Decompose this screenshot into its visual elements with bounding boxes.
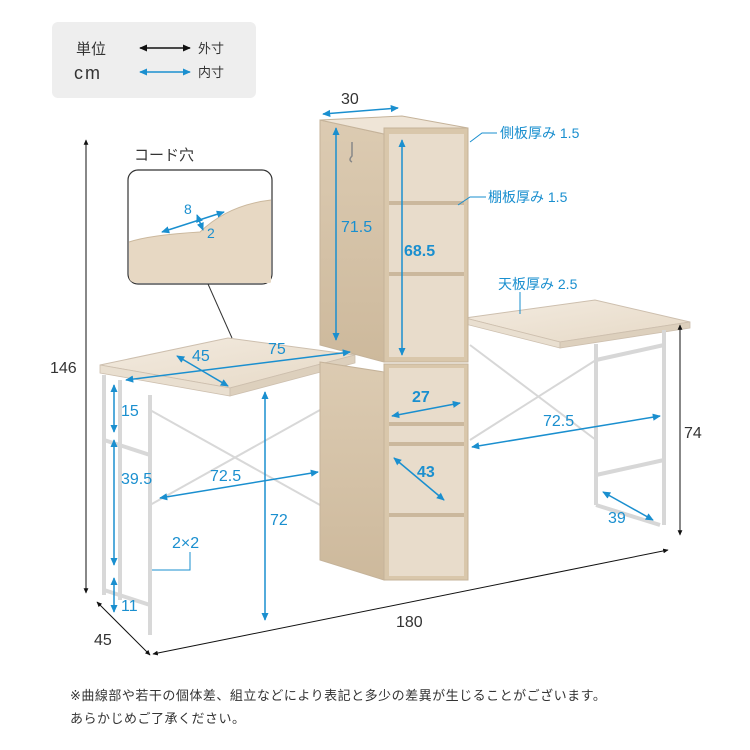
left-desk-top: [99, 337, 356, 389]
rack-inner-height-label: 71.5: [341, 219, 372, 236]
left-desk-width-label: 75: [268, 341, 286, 358]
left-desk-depth-label: 45: [192, 348, 210, 365]
left-knee-width-line: [159, 469, 319, 501]
side-panel-leader: [469, 132, 497, 143]
total-width-line: [152, 548, 669, 656]
cord-hole-title: コード穴: [134, 147, 194, 164]
legend-inner-label: 内寸: [198, 65, 224, 80]
cord-hole-leader: [207, 283, 233, 339]
top-board-callout: 天板厚み 2.5: [498, 276, 578, 292]
right-depth-label: 39: [608, 510, 626, 527]
hook-icon: [349, 142, 353, 163]
total-height-label: 146: [50, 360, 77, 377]
cord-hole-depth-arrow: [196, 214, 204, 231]
left-knee-width-label: 72.5: [210, 468, 241, 485]
legend-unit-value: cm: [74, 63, 102, 83]
right-knee-width-line: [471, 413, 661, 450]
cord-hole-width-arrow: [161, 210, 225, 234]
frame-beam-label: 2×2: [172, 535, 199, 552]
unit-legend: [52, 22, 256, 98]
left-desk-width-line: [125, 349, 351, 383]
rack-depth-label: 30: [341, 91, 359, 108]
frame-beam-leader: [152, 552, 191, 571]
legend-unit-label: 単位: [76, 41, 106, 58]
disclaimer-note-line2: あらかじめご了承ください。: [70, 711, 246, 726]
shelf-board-leader: [457, 196, 486, 206]
upper-gap-label: 15: [121, 403, 139, 420]
legend-outer-label: 外寸: [198, 41, 224, 56]
frame-height-label: 39.5: [121, 471, 152, 488]
disclaimer-note-line1: ※曲線部や若干の個体差、組立などにより表記と多少の差異が生じることがございます。: [70, 688, 607, 703]
cord-hole-width-label: 8: [184, 201, 192, 217]
foot-clearance-label: 11: [121, 598, 138, 615]
right-depth-line: [602, 491, 654, 521]
rack-depth-line: [322, 104, 399, 118]
cabinet-width-label: 27: [412, 389, 430, 406]
right-knee-width-label: 72.5: [543, 413, 574, 430]
cabinet-diagonal-line: [393, 457, 445, 501]
lower-cabinet-side: [319, 361, 385, 581]
cord-hole-inset: [127, 169, 273, 285]
base-depth-label: 45: [94, 632, 112, 649]
base-depth-line: [96, 601, 151, 656]
desk-inner-height-label: 72: [270, 512, 288, 529]
rack-shelf-height-label: 68.5: [404, 243, 435, 260]
shelf-board-callout: 棚板厚み 1.5: [488, 189, 568, 205]
cabinet-width-line: [391, 400, 461, 419]
cord-hole-depth-label: 2: [207, 225, 215, 241]
right-desk-top: [464, 299, 691, 343]
desk-height-label: 74: [684, 425, 702, 442]
total-width-label: 180: [396, 614, 423, 631]
side-panel-callout: 側板厚み 1.5: [500, 125, 580, 141]
cabinet-diagonal-label: 43: [417, 464, 435, 481]
